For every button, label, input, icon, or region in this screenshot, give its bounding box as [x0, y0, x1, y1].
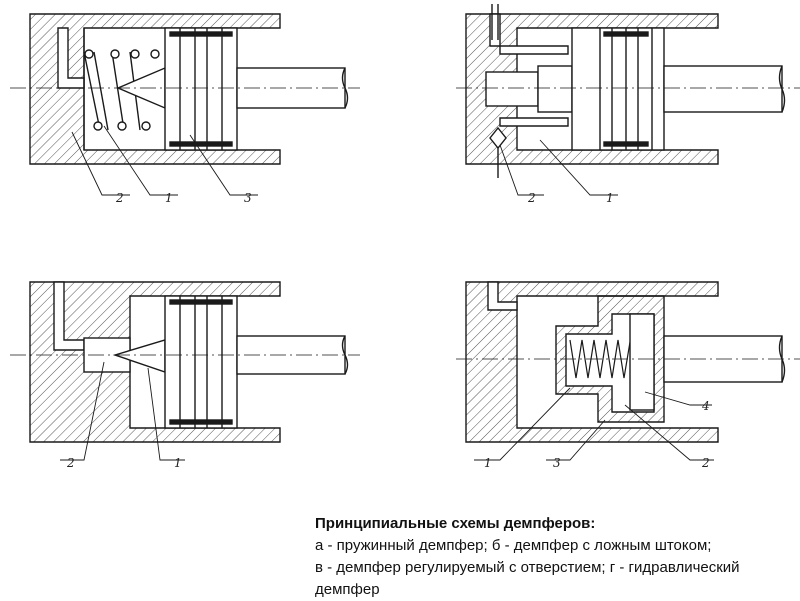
leader-g-4 — [644, 391, 712, 406]
diagram-b-false-rod-damper — [456, 4, 800, 196]
rod-b — [663, 65, 783, 113]
leader-v-1 — [147, 367, 185, 461]
valve-b — [489, 126, 507, 150]
piston-a — [164, 27, 238, 151]
spring-a — [83, 49, 160, 131]
label-g-3: 3 — [553, 456, 561, 470]
caption-line-1: а - пружинный демпфер; б - демпфер с лож… — [315, 537, 712, 554]
piston-b — [571, 27, 665, 151]
label-b-2: 2 — [527, 191, 536, 205]
piston-v — [164, 295, 238, 429]
leader-a-2 — [71, 131, 130, 196]
diagram-v-orifice-damper — [10, 281, 360, 461]
false-rod-b — [485, 71, 539, 107]
label-a-1: 1 — [165, 191, 173, 205]
leader-b-2 — [499, 144, 544, 196]
label-g-1: 1 — [484, 456, 492, 470]
plunger-g — [629, 313, 655, 411]
label-v-2: 2 — [66, 456, 75, 470]
housing-v — [29, 281, 281, 443]
leader-g-2 — [624, 404, 714, 461]
label-b-1: 1 — [606, 191, 614, 205]
spring-g — [569, 339, 631, 379]
label-g-4: 4 — [701, 399, 710, 413]
label-a-3: 3 — [244, 191, 252, 205]
label-a-2: 2 — [115, 191, 124, 205]
leader-g-3 — [546, 419, 606, 461]
leader-a-3 — [189, 134, 258, 196]
label-g-2: 2 — [701, 456, 710, 470]
diagram-g-hydraulic-damper — [456, 281, 800, 461]
caption-line-2: в - демпфер регулируемый с отверстием; г… — [315, 559, 740, 598]
figure-caption: Принципиальные схемы демпферов: а - пруж… — [315, 513, 795, 601]
leader-a-1 — [103, 125, 178, 196]
leader-g-1 — [474, 387, 571, 461]
label-v-1: 1 — [174, 456, 182, 470]
leader-b-1 — [539, 139, 618, 196]
diagram-a-spring-damper — [10, 13, 360, 196]
caption-title: Принципиальные схемы демпферов: — [315, 515, 596, 532]
leader-v-2 — [60, 361, 105, 461]
